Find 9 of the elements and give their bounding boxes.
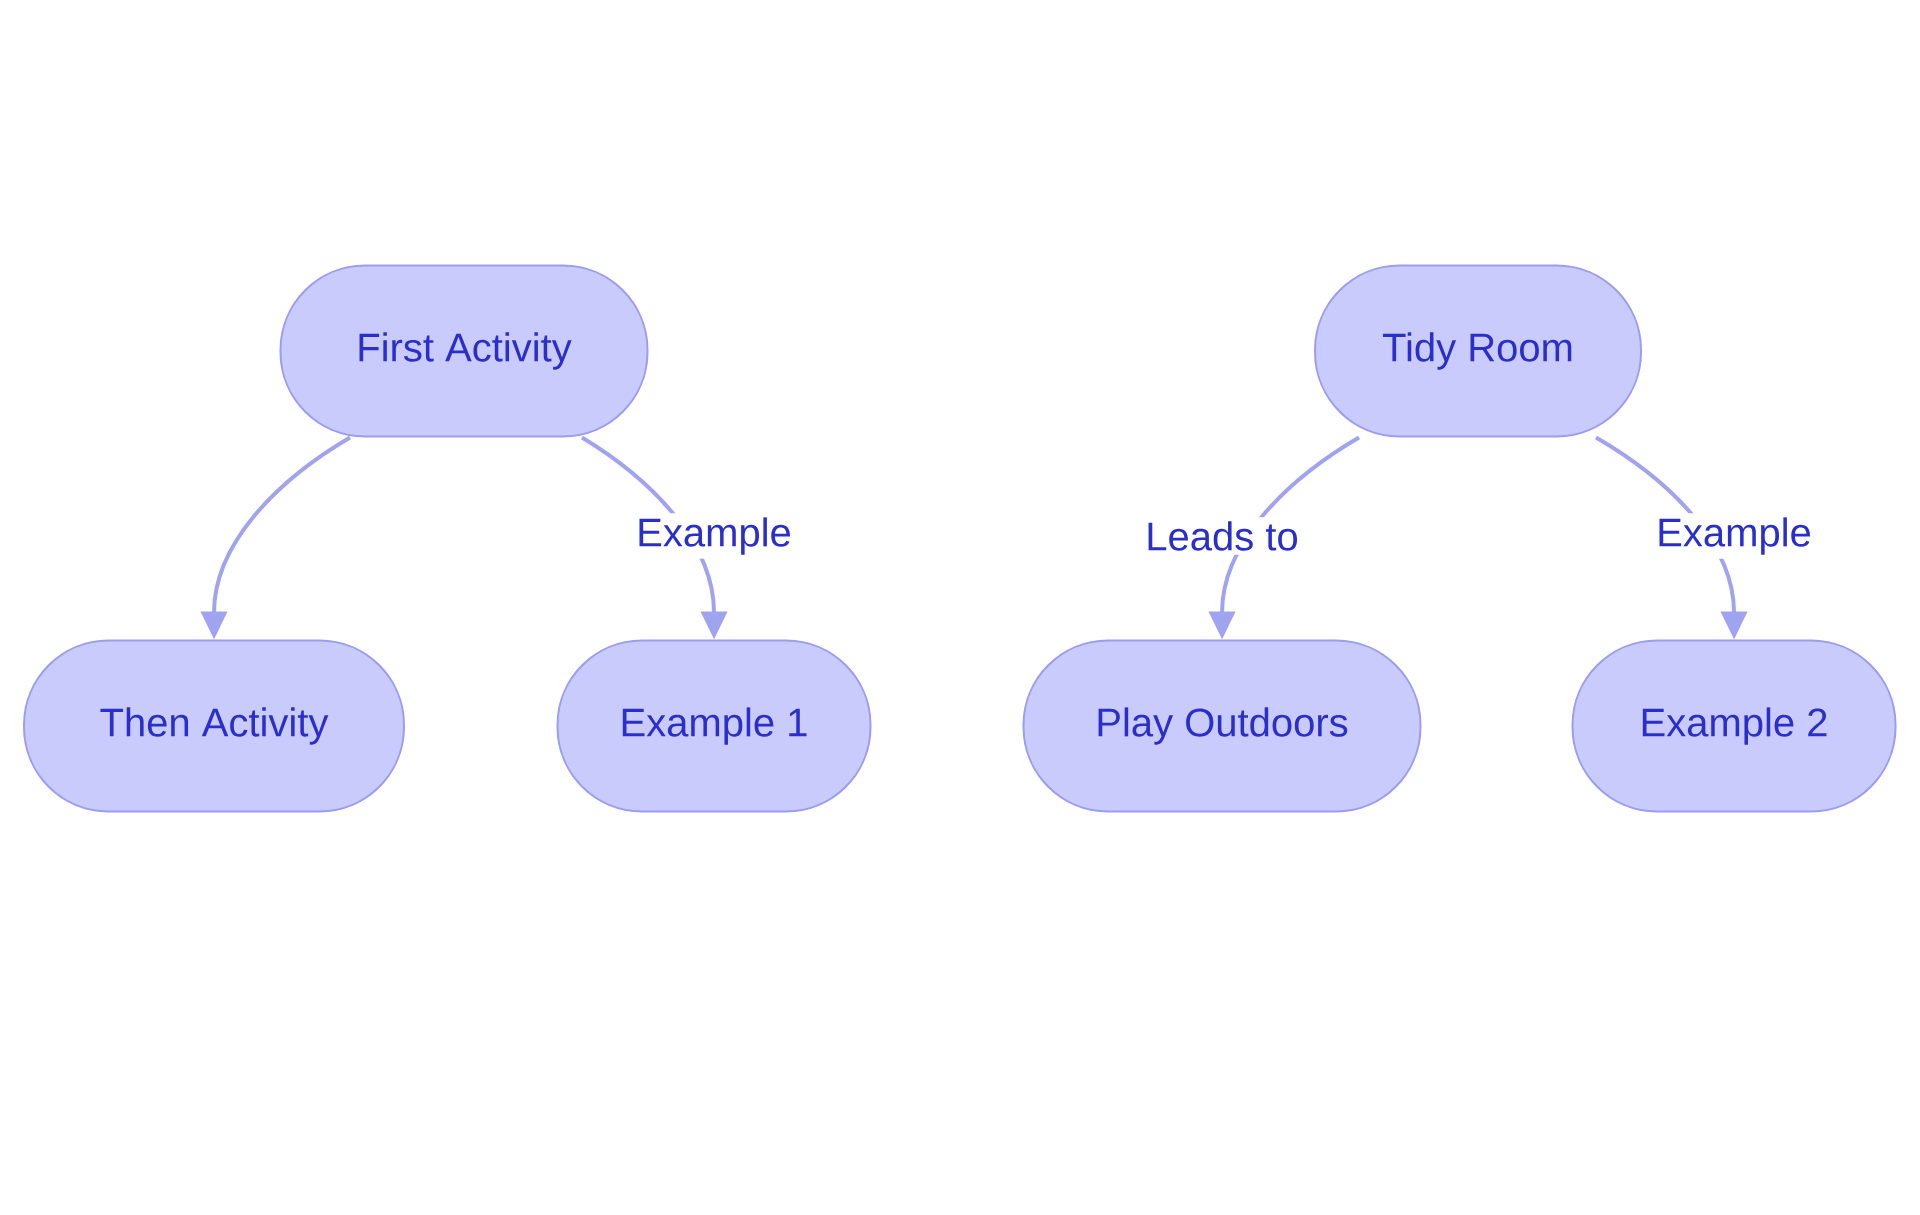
edge-label: Example — [1652, 513, 1816, 559]
terminal-box: Example 1 — [556, 639, 872, 813]
terminal-box: Example 2 — [1571, 639, 1897, 813]
terminal-box: Play Outdoors — [1022, 639, 1422, 813]
terminal-box: First Activity — [279, 264, 649, 438]
terminal-box: Tidy Room — [1314, 264, 1643, 438]
edge-label: Example — [632, 513, 796, 559]
edge-label: Leads to — [1141, 517, 1303, 555]
terminal-box: Then Activity — [23, 639, 405, 813]
